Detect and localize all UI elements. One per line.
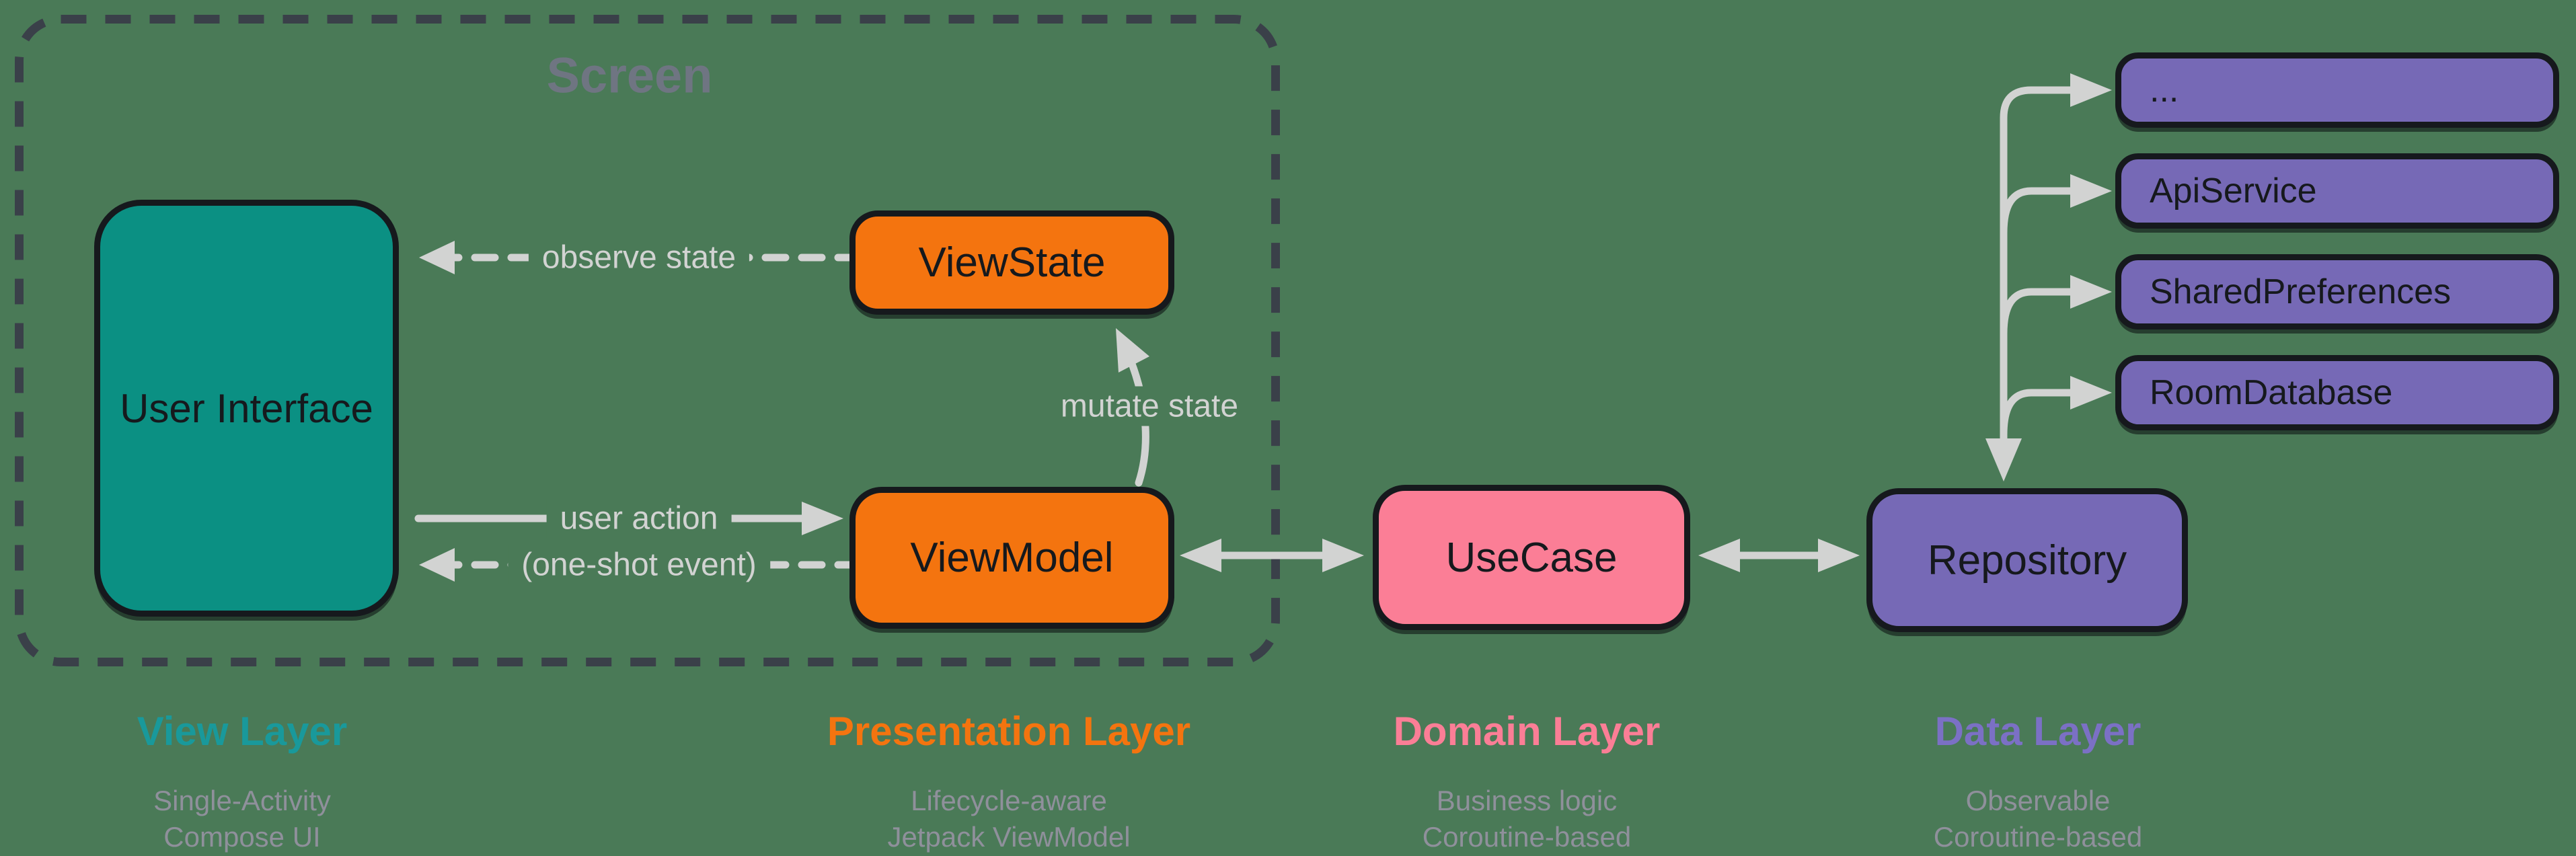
user-interface-node: User Interface bbox=[94, 200, 399, 617]
data-layer-title: Data Layer bbox=[1934, 709, 2142, 754]
mutate-state-arrow-label: mutate state bbox=[1047, 386, 1252, 426]
viewmodel-usecase-arrow bbox=[1180, 539, 1364, 572]
data-source-node-roomdatabase: RoomDatabase bbox=[2115, 355, 2559, 430]
arrowhead-left bbox=[419, 241, 455, 274]
arrowhead-left bbox=[1698, 539, 1740, 572]
domain-layer-footer: Domain Layer Business logic Coroutine-ba… bbox=[1291, 706, 1762, 855]
data-layer-footer: Data Layer Observable Coroutine-based bbox=[1803, 706, 2273, 855]
domain-layer-line-2: Coroutine-based bbox=[1422, 821, 1632, 853]
arrowhead-right bbox=[1818, 539, 1860, 572]
data-source-label: RoomDatabase bbox=[2150, 373, 2393, 412]
arrowhead-right bbox=[1322, 539, 1364, 572]
domain-layer-line-1: Business logic bbox=[1436, 785, 1618, 816]
view-model-label: ViewModel bbox=[910, 535, 1114, 581]
data-source-label: ... bbox=[2150, 71, 2179, 110]
view-state-label: ViewState bbox=[918, 239, 1106, 286]
usecase-repository-arrow bbox=[1698, 539, 1860, 572]
user-action-arrow-label: user action bbox=[546, 498, 732, 539]
presentation-layer-title: Presentation Layer bbox=[827, 709, 1191, 754]
observe-state-arrow-label: observe state bbox=[528, 237, 750, 278]
repository-node: Repository bbox=[1866, 488, 2188, 632]
view-model-node: ViewModel bbox=[849, 487, 1174, 629]
view-layer-line-2: Compose UI bbox=[163, 821, 321, 853]
arrowhead-right bbox=[2070, 275, 2112, 309]
data-source-label: ApiService bbox=[2150, 171, 2317, 210]
data-source-label: SharedPreferences bbox=[2150, 272, 2452, 311]
arrowhead-right bbox=[2070, 174, 2112, 208]
view-state-node: ViewState bbox=[849, 210, 1174, 315]
data-source-node-other: ... bbox=[2115, 52, 2559, 128]
arrowhead-right bbox=[802, 502, 843, 535]
arrowhead-right bbox=[2070, 73, 2112, 107]
one-shot-event-arrow-label: (one-shot event) bbox=[508, 545, 770, 585]
arrowhead-up bbox=[1116, 328, 1149, 373]
arrowhead-right bbox=[2070, 376, 2112, 410]
view-layer-line-1: Single-Activity bbox=[153, 785, 331, 816]
use-case-node: UseCase bbox=[1373, 485, 1690, 630]
user-interface-label: User Interface bbox=[120, 385, 373, 431]
arrowhead-down bbox=[1985, 438, 2022, 481]
repository-datasources-tree bbox=[1985, 73, 2112, 481]
use-case-label: UseCase bbox=[1445, 534, 1618, 581]
repository-label: Repository bbox=[1927, 537, 2127, 584]
view-layer-title: View Layer bbox=[137, 709, 348, 754]
data-layer-line-2: Coroutine-based bbox=[1933, 821, 2143, 853]
data-layer-line-1: Observable bbox=[1965, 785, 2111, 816]
view-layer-footer: View Layer Single-Activity Compose UI bbox=[7, 706, 478, 855]
presentation-layer-line-2: Jetpack ViewModel bbox=[887, 821, 1131, 853]
data-source-node-sharedpreferences: SharedPreferences bbox=[2115, 254, 2559, 329]
presentation-layer-line-1: Lifecycle-aware bbox=[911, 785, 1107, 816]
arrowhead-left bbox=[1180, 539, 1221, 572]
domain-layer-title: Domain Layer bbox=[1393, 709, 1661, 754]
arrowhead-left bbox=[419, 548, 455, 582]
screen-group-title: Screen bbox=[546, 47, 713, 104]
data-source-node-apiservice: ApiService bbox=[2115, 153, 2559, 229]
presentation-layer-footer: Presentation Layer Lifecycle-aware Jetpa… bbox=[773, 706, 1244, 855]
